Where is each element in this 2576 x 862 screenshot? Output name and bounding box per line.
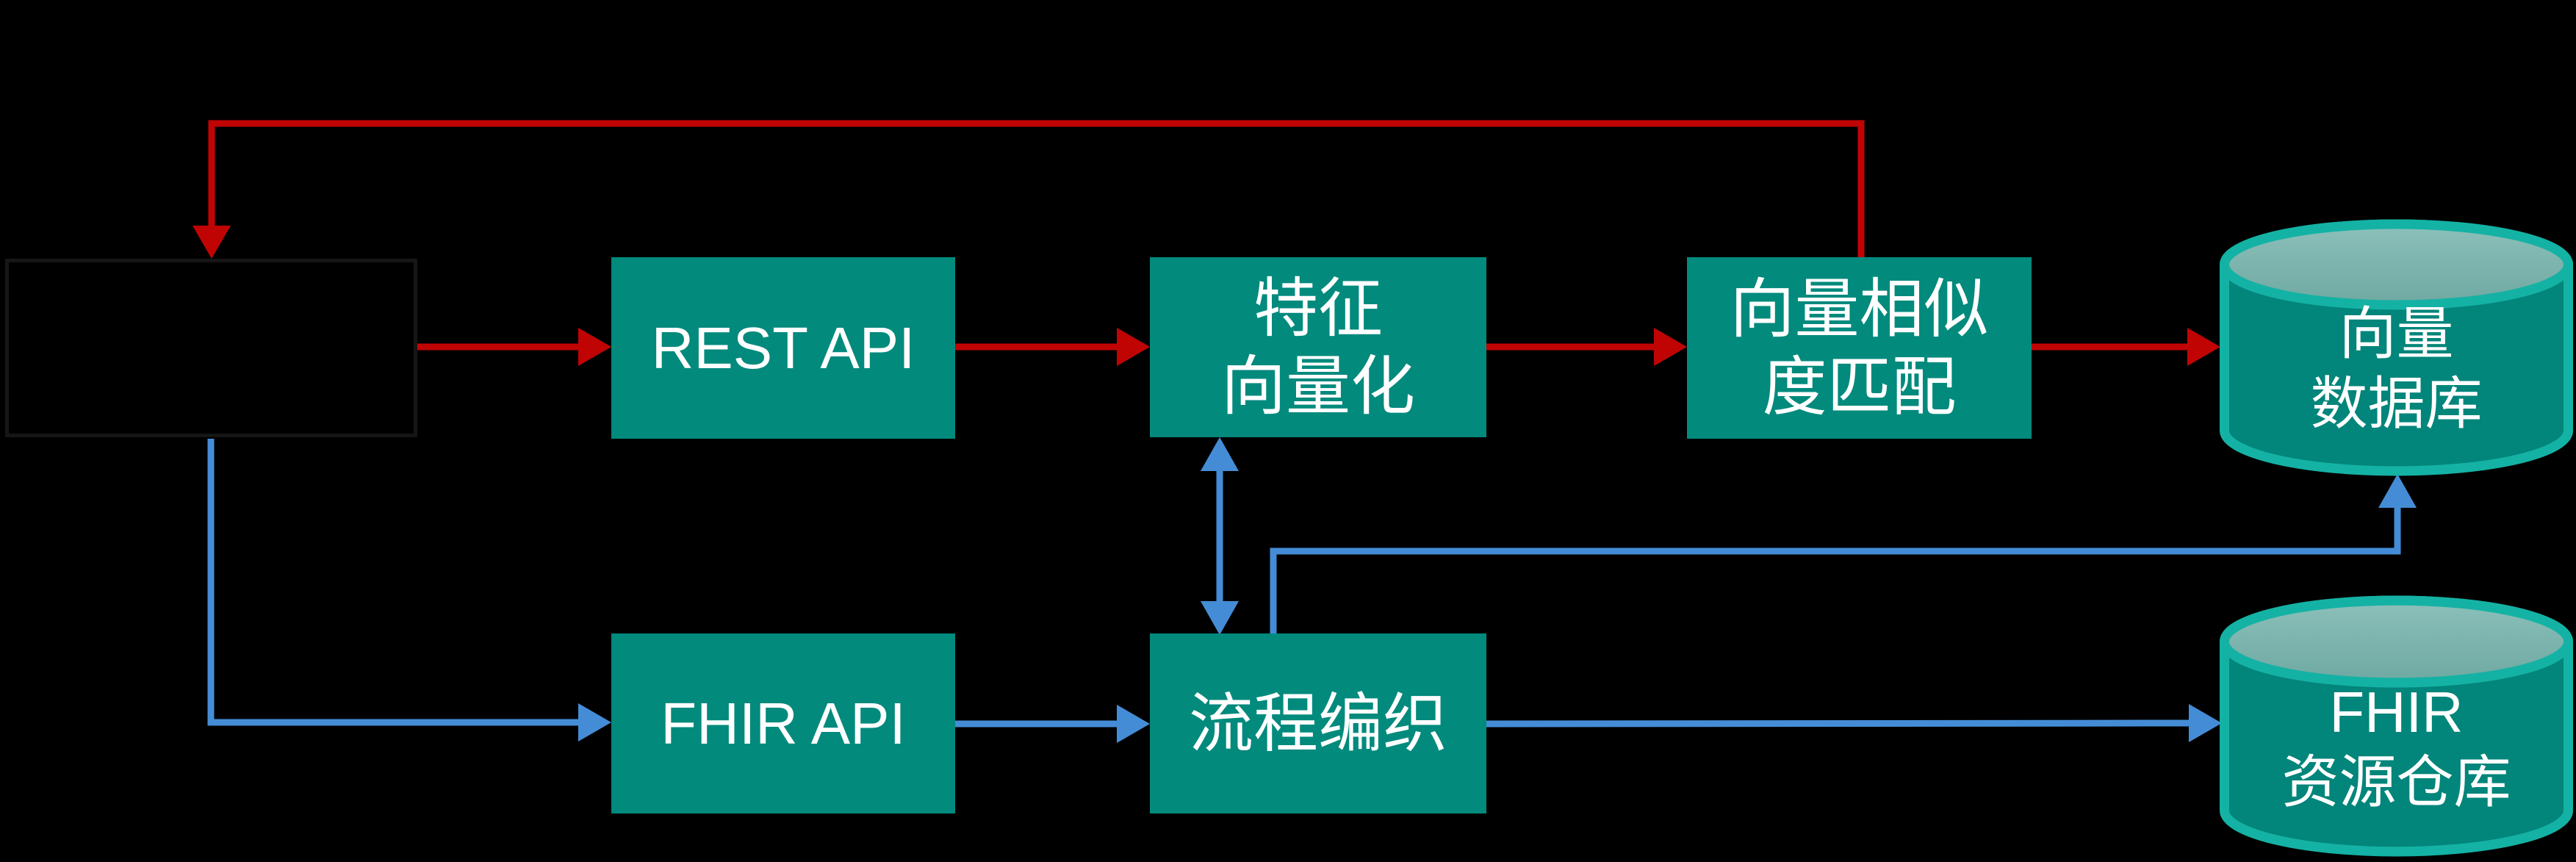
blue-arrow-fhir-api-to-orchestration: [955, 705, 1150, 743]
node-vector-similarity-line2: 度匹配: [1762, 350, 1957, 423]
datastore-fhir-repo-line1: FHIR: [2329, 679, 2464, 744]
node-rest-api-label: REST API: [651, 315, 915, 381]
node-orchestration: 流程编织: [1150, 633, 1486, 813]
datastore-vector-db: 向量 数据库: [2219, 219, 2574, 476]
node-rest-api: REST API: [611, 257, 955, 439]
datastore-fhir-repo: FHIR 资源仓库: [2219, 595, 2574, 857]
red-arrow-similarity-to-vectordb: [2032, 328, 2220, 366]
node-fhir-api: FHIR API: [611, 633, 955, 813]
datastore-vector-db-line2: 数据库: [2310, 371, 2483, 436]
cylinder-shape: [2220, 595, 2573, 857]
node-fhir-api-label: FHIR API: [661, 690, 906, 756]
node-feature-vectorization-line2: 向量化: [1220, 349, 1415, 423]
cylinder-shape: [2220, 219, 2573, 476]
blue-arrow-input-to-fhir-api: [207, 439, 611, 741]
red-arrow-feature-to-similarity: [1486, 328, 1687, 366]
datastore-fhir-repo-label: FHIR 资源仓库: [2219, 595, 2574, 857]
node-orchestration-label: 流程编织: [1188, 686, 1447, 760]
blue-arrow-orchestration-to-vectordb: [1270, 474, 2417, 633]
node-feature-vectorization: 特征 向量化: [1150, 257, 1486, 437]
node-vector-similarity-line1: 向量相似: [1730, 272, 1989, 345]
datastore-vector-db-label: 向量 数据库: [2219, 219, 2574, 476]
blue-arrow-orchestration-to-fhir-repo: [1486, 704, 2222, 742]
red-arrow-input-to-rest: [417, 328, 611, 366]
datastore-vector-db-line1: 向量: [2339, 301, 2454, 366]
red-arrow-rest-to-feature: [955, 328, 1150, 366]
datastore-fhir-repo-line2: 资源仓库: [2281, 750, 2511, 814]
red-feedback-similarity-to-input: [193, 120, 1865, 259]
blue-double-arrow-feature-orchestration: [1201, 437, 1239, 635]
input-node: [5, 259, 417, 437]
node-vector-similarity: 向量相似 度匹配: [1687, 257, 2032, 439]
node-feature-vectorization-line1: 特征: [1253, 271, 1383, 345]
